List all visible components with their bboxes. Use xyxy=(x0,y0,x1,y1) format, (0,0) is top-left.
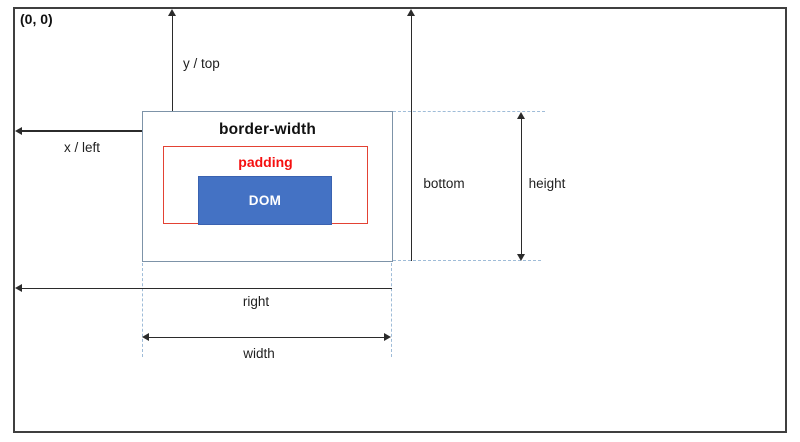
height-arrowhead-top-icon xyxy=(517,112,525,119)
height-arrow-line xyxy=(520,118,522,255)
top-edge-dashed-guide xyxy=(393,110,545,112)
right-label: right xyxy=(242,294,270,309)
bottom-arrow-line xyxy=(410,15,412,261)
x-left-arrowhead-icon xyxy=(15,127,22,135)
bottom-arrowhead-icon xyxy=(407,9,415,16)
origin-label: (0, 0) xyxy=(20,11,53,27)
border-width-label: border-width xyxy=(218,121,317,138)
width-arrowhead-right-icon xyxy=(384,333,391,341)
x-left-label: x / left xyxy=(63,140,101,155)
y-top-arrow-line xyxy=(171,15,173,111)
dom-label: DOM xyxy=(248,193,282,208)
x-left-arrow-line xyxy=(21,130,142,132)
padding-label: padding xyxy=(238,154,293,170)
width-arrow-line xyxy=(148,336,384,338)
bottom-label: bottom xyxy=(423,176,465,191)
viewport-frame xyxy=(13,7,787,433)
left-edge-dashed-guide xyxy=(142,263,143,357)
y-top-arrowhead-icon xyxy=(168,9,176,16)
right-arrow-line xyxy=(21,287,392,289)
height-arrowhead-bottom-icon xyxy=(517,254,525,261)
y-top-label: y / top xyxy=(183,56,220,71)
width-arrowhead-left-icon xyxy=(142,333,149,341)
dom-box: DOM xyxy=(198,176,332,225)
height-label: height xyxy=(528,176,566,191)
right-edge-dashed-guide xyxy=(390,263,392,357)
width-label: width xyxy=(243,346,275,361)
right-arrowhead-icon xyxy=(15,284,22,292)
bottom-edge-dashed-guide xyxy=(393,260,541,261)
